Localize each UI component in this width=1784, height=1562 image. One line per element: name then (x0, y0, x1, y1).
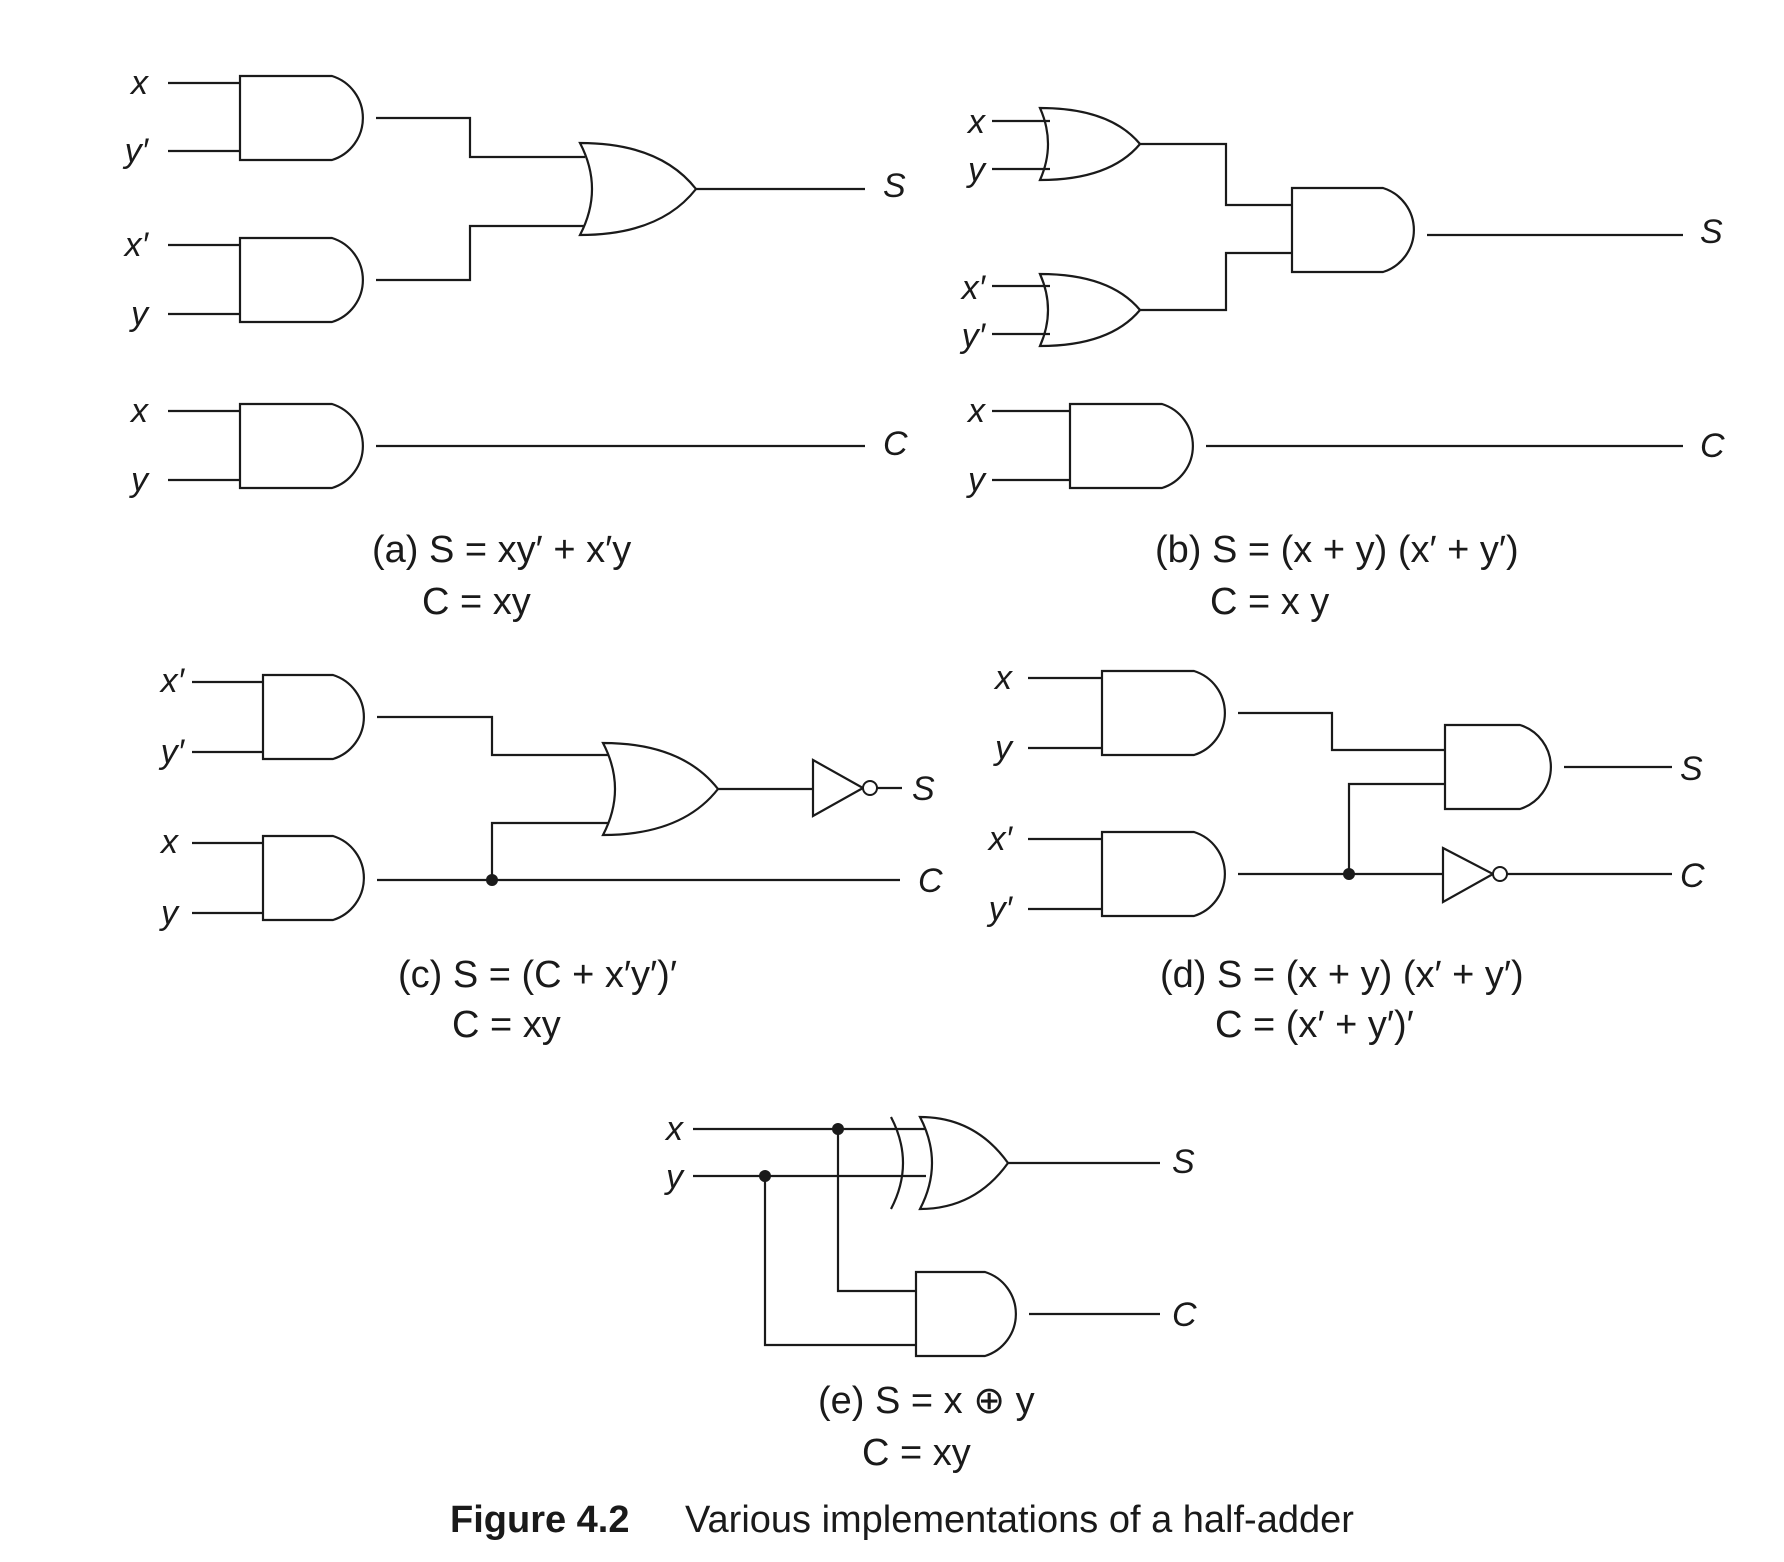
diagram-d: x y x′ y′ S C (d) S = (x + y) (x′ + y′) … (987, 659, 1705, 1046)
and-gate-d3 (1100, 830, 1226, 918)
input-label-a-x1: x (129, 64, 149, 102)
input-label-a-y1p: y′ (123, 132, 150, 170)
or-gate-b2 (1038, 272, 1142, 348)
xor-extra-arc-e (890, 1116, 905, 1210)
input-label-b-y2: y (966, 461, 987, 499)
output-label-b-c: C (1700, 427, 1725, 465)
caption-b-line2: C = x y (1210, 581, 1329, 623)
input-label-a-x1p: x′ (123, 226, 150, 264)
not-bubble-d (1492, 866, 1508, 882)
and-gate-c2 (261, 834, 365, 922)
caption-d-line1: (d) S = (x + y) (x′ + y′) (1160, 954, 1524, 996)
output-label-d-s: S (1680, 750, 1703, 788)
caption-d-line2: C = (x′ + y′)′ (1215, 1004, 1414, 1046)
not-gate-c (811, 758, 866, 818)
wire-d (1028, 676, 1672, 911)
and-gate-d2 (1443, 723, 1552, 811)
output-label-a-c: C (883, 425, 908, 463)
input-label-d-yp: y′ (987, 890, 1014, 928)
wire-c (192, 680, 902, 915)
input-label-b-x1: x (966, 103, 986, 141)
output-label-c-c: C (918, 862, 943, 900)
input-label-c-yp: y′ (159, 733, 186, 771)
output-label-d-c: C (1680, 857, 1705, 895)
output-label-c-s: S (912, 770, 935, 808)
diagram-c: x′ y′ x y S C (c) S = (C + x′y′)′ C = xy (159, 662, 943, 1046)
input-label-a-y1: y (129, 295, 150, 333)
caption-b-line1: (b) S = (x + y) (x′ + y′) (1155, 529, 1519, 571)
input-label-a-y2: y (129, 461, 150, 499)
input-label-b-y1: y (966, 151, 987, 189)
output-label-b-s: S (1700, 213, 1723, 251)
diagram-b: x y x′ y′ x y S C (b) S = (x + y) (x′ + … (960, 103, 1725, 623)
input-label-b-y1p: y′ (960, 317, 987, 355)
wire-e (693, 1127, 1160, 1347)
caption-a-line1: (a) S = xy′ + x′y (372, 529, 631, 571)
input-label-d-y: y (993, 729, 1014, 767)
output-label-e-s: S (1172, 1143, 1195, 1181)
caption-a-line2: C = xy (422, 581, 531, 623)
not-gate-d (1441, 846, 1496, 904)
and-gate-e (914, 1270, 1017, 1358)
diagram-a: x y′ x′ y x y S C (a) S = xy′ + x′y C = … (123, 64, 908, 623)
input-label-d-xp: x′ (987, 820, 1014, 858)
and-gate-b1 (1290, 186, 1415, 274)
input-label-b-x2: x (966, 392, 986, 430)
input-label-a-x2: x (129, 392, 149, 430)
xor-gate-e (918, 1115, 1010, 1211)
caption-e-line2: C = xy (862, 1432, 971, 1474)
input-label-d-x: x (993, 659, 1013, 697)
input-label-b-x1p: x′ (960, 269, 987, 307)
output-label-e-c: C (1172, 1296, 1197, 1334)
and-gate-a2 (238, 236, 364, 324)
input-label-e-y: y (664, 1158, 685, 1196)
caption-c-line2: C = xy (452, 1004, 561, 1046)
input-label-c-y: y (159, 894, 180, 932)
figure-number: Figure 4.2 (450, 1499, 630, 1541)
wire-b (992, 119, 1683, 482)
and-gate-a1 (238, 74, 364, 162)
or-gate-c (601, 741, 720, 837)
output-label-a-s: S (883, 167, 906, 205)
or-gate-b1 (1038, 106, 1142, 182)
input-label-c-xp: x′ (159, 662, 186, 700)
input-label-e-x: x (664, 1110, 684, 1148)
not-bubble-c (862, 780, 878, 796)
wire-a (168, 81, 865, 482)
and-gate-b2 (1068, 402, 1194, 490)
figure-title: Various implementations of a half-adder (685, 1499, 1354, 1541)
and-gate-a3 (238, 402, 364, 490)
and-gate-c1 (261, 673, 365, 761)
and-gate-d1 (1100, 669, 1226, 757)
caption-c-line1: (c) S = (C + x′y′)′ (398, 954, 677, 996)
diagram-e: x y S C (e) S = x ⊕ y C = xy (664, 1110, 1197, 1474)
or-gate-a (578, 141, 698, 237)
input-label-c-x: x (159, 823, 179, 861)
caption-e-line1: (e) S = x ⊕ y (818, 1380, 1035, 1422)
